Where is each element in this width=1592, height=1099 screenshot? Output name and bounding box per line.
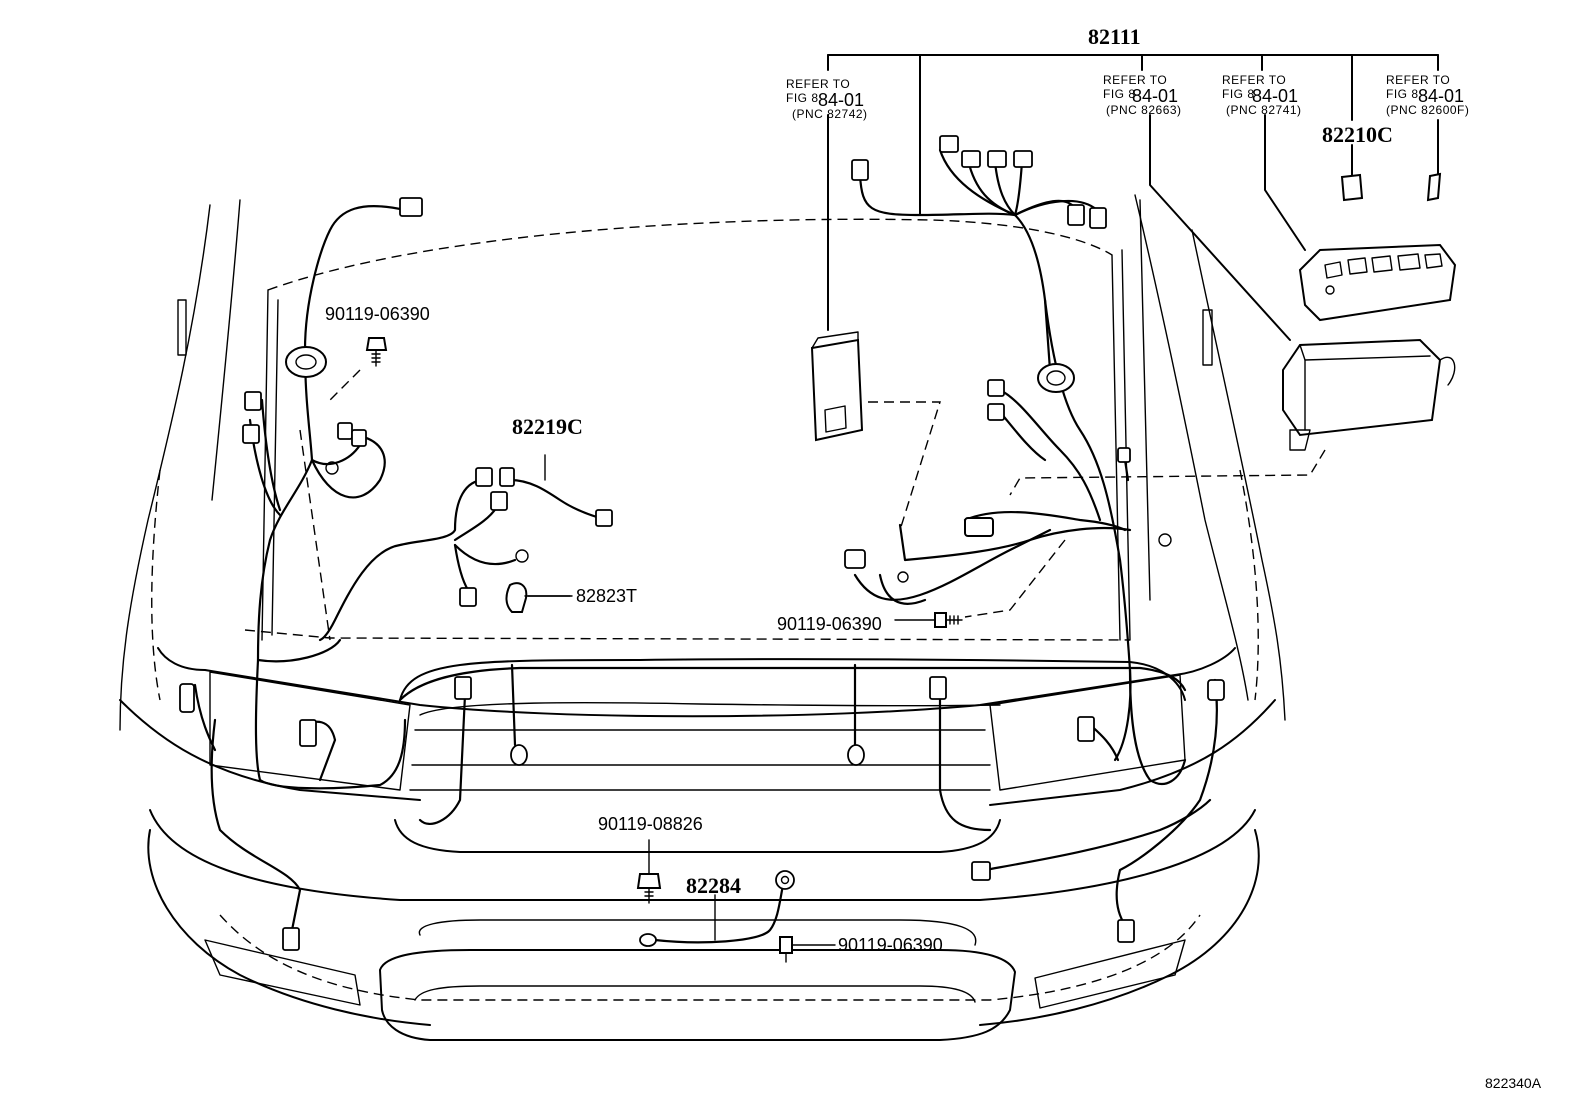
ref3-line2: FIG 8 bbox=[1222, 87, 1255, 101]
junction-block-82742 bbox=[810, 331, 941, 531]
ref1-fig: 84-01 bbox=[818, 90, 864, 110]
grommet-right bbox=[1037, 363, 1075, 393]
callout-82111: 82111 bbox=[1088, 24, 1141, 49]
bolt-center bbox=[934, 612, 963, 628]
callout-82284: 82284 bbox=[686, 873, 741, 898]
ref4-line1: REFER TO bbox=[1386, 73, 1450, 87]
bolt-lower bbox=[636, 839, 662, 904]
ref1-line1: REFER TO bbox=[786, 77, 850, 91]
reference-4: REFER TO FIG 8 84-01 (PNC 82600F) bbox=[1386, 73, 1469, 117]
reference-2: REFER TO FIG 8 84-01 (PNC 82663) bbox=[1103, 73, 1182, 117]
callout-82210c: 82210C bbox=[1322, 122, 1393, 147]
ref3-pnc: (PNC 82741) bbox=[1226, 103, 1302, 117]
bolt-left-top bbox=[329, 337, 388, 401]
vehicle-body bbox=[119, 194, 1286, 1041]
callout-bolt-left-top: 90119-06390 bbox=[325, 304, 430, 324]
fuse-box-upper bbox=[1298, 243, 1457, 322]
bolt-lower-right bbox=[779, 936, 836, 963]
clamp-82823t bbox=[505, 582, 571, 613]
figure-code: 822340A bbox=[1485, 1075, 1542, 1091]
relay-82210c bbox=[1340, 172, 1442, 202]
main-harness bbox=[827, 54, 1439, 943]
ref1-pnc: (PNC 82742) bbox=[792, 107, 868, 121]
callout-82823t: 82823T bbox=[576, 586, 637, 606]
ref2-line1: REFER TO bbox=[1103, 73, 1167, 87]
callout-bolt-lower: 90119-08826 bbox=[598, 814, 703, 834]
left-harness bbox=[179, 197, 1187, 951]
ref2-pnc: (PNC 82663) bbox=[1106, 103, 1182, 117]
callout-82219c: 82219C bbox=[512, 414, 583, 439]
ref3-line1: REFER TO bbox=[1222, 73, 1286, 87]
ref2-line2: FIG 8 bbox=[1103, 87, 1136, 101]
callout-bolt-lower-right: 90119-06390 bbox=[838, 935, 943, 955]
ref2-fig: 84-01 bbox=[1132, 86, 1178, 106]
fuse-box-lower bbox=[964, 338, 1456, 618]
ref3-fig: 84-01 bbox=[1252, 86, 1298, 106]
ref4-fig: 84-01 bbox=[1418, 86, 1464, 106]
ref4-line2: FIG 8 bbox=[1386, 87, 1419, 101]
sub-harness-82219c bbox=[318, 454, 613, 642]
callout-bolt-center: 90119-06390 bbox=[777, 614, 882, 634]
ref4-pnc: (PNC 82600F) bbox=[1386, 103, 1469, 117]
connector-a bbox=[851, 159, 869, 181]
reference-1: REFER TO FIG 8 84-01 (PNC 82742) bbox=[786, 77, 868, 121]
ref1-line2: FIG 8 bbox=[786, 91, 819, 105]
ground-wire-82284 bbox=[639, 870, 795, 947]
reference-3: REFER TO FIG 8 84-01 (PNC 82741) bbox=[1222, 73, 1302, 117]
